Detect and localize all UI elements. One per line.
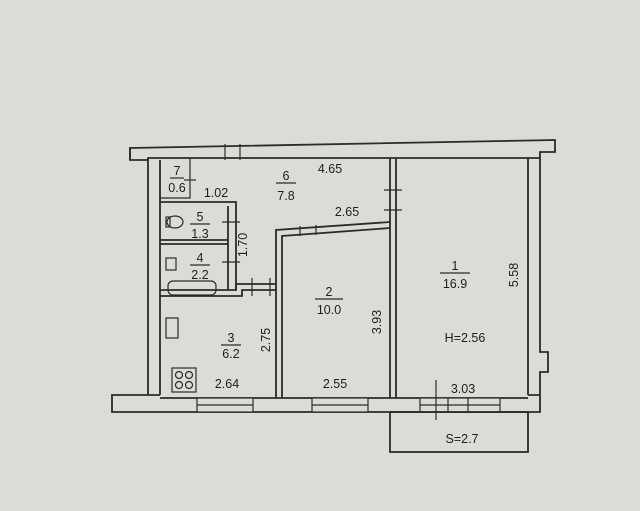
room-area-1: 16.9 [443,277,467,291]
stove-burner-icon [174,370,184,380]
room-area-3: 6.2 [222,347,239,361]
room-area-5: 1.3 [191,227,208,241]
room-number-5: 5 [197,210,204,224]
wall-bath-right [160,201,237,290]
dim-hall-lower: 2.65 [335,205,359,219]
room-number-1: 1 [452,259,459,273]
windows [196,397,501,413]
dim-room-2-width: 2.55 [323,377,347,391]
door-marks [184,144,437,420]
room-area-6: 7.8 [277,189,294,203]
room-area-4: 2.2 [191,268,208,282]
room-number-2: 2 [326,285,333,299]
stove-icon [171,367,197,393]
dim-kitchen-width: 2.64 [215,377,239,391]
toilet-tank-icon [165,216,171,228]
sink-icon [165,257,177,271]
bottom-left-ledge [111,394,195,413]
dim-room-2-height: 3.93 [370,310,384,334]
balcony [389,411,529,453]
stove-burner-icon [184,380,194,390]
toilet-icon [166,215,184,229]
kitchen-sink-icon [165,317,179,339]
wall-room-2-left-top [275,221,391,398]
room-area-2: 10.0 [317,303,341,317]
interior-walls [160,158,397,398]
dim-room-1-height: 5.58 [507,263,521,287]
dim-bath-height: 1.70 [236,233,250,257]
fixtures [165,215,217,393]
balcony-area-label: S=2.7 [445,432,478,446]
dim-wc-width: 1.02 [204,186,228,200]
bathtub-icon [167,280,217,296]
wall-room-2-left-top-b [281,227,391,398]
dim-room-1-width: 3.03 [451,382,475,396]
dim-kitchen-height: 2.75 [259,328,273,352]
room-number-7: 7 [174,164,181,178]
room-number-6: 6 [283,169,290,183]
ceiling-height-label: H=2.56 [445,331,486,345]
dim-top-corridor: 4.65 [318,162,342,176]
dimension-labels: 4.65 1.02 2.65 1.70 2.75 2.64 2.55 3.93 … [204,162,521,446]
room-area-7: 0.6 [168,181,185,195]
wall-closet-7 [160,158,191,199]
stove-burner-icon [184,370,194,380]
room-number-3: 3 [228,331,235,345]
room-number-4: 4 [197,251,204,265]
wall-kitchen-top-b [160,289,276,297]
right-wall-outer [539,158,549,395]
stove-burner-icon [174,380,184,390]
room-labels: 7 0.6 6 7.8 5 1.3 4 2.2 3 6.2 2 10.0 1 1… [168,164,485,361]
